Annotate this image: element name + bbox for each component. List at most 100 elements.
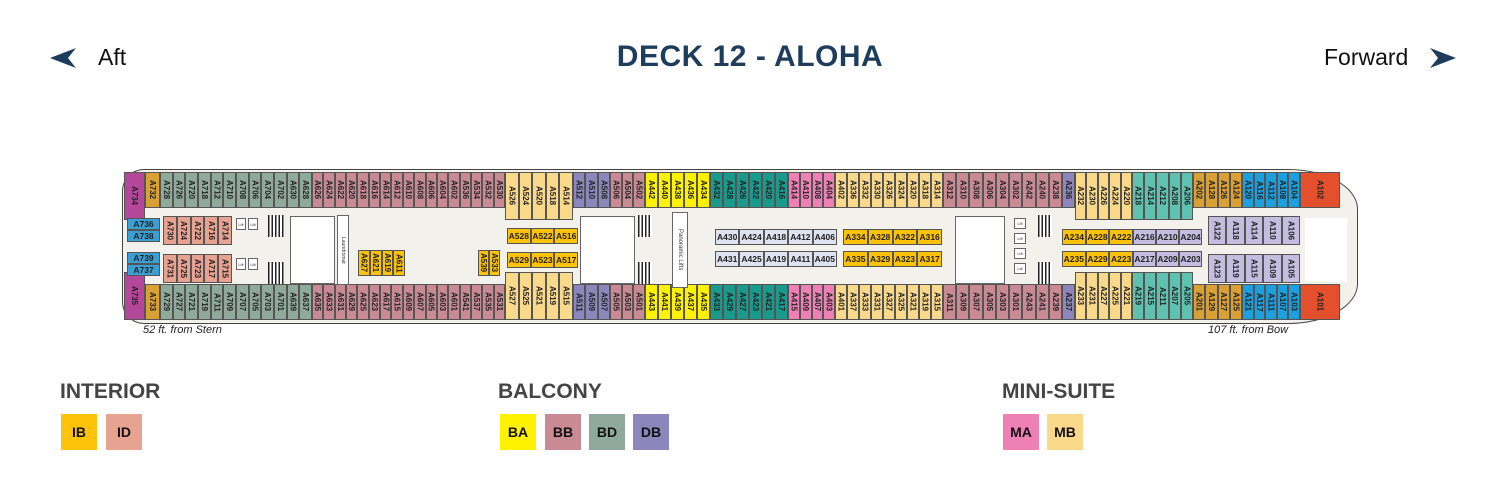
- cabin-a537[interactable]: A537: [470, 284, 483, 320]
- cabin-a526[interactable]: A526: [505, 172, 519, 220]
- cabin-a518[interactable]: A518: [545, 172, 560, 220]
- cabin-a726[interactable]: A726: [172, 172, 186, 208]
- cabin-a721[interactable]: A721: [185, 284, 198, 320]
- cabin-a603[interactable]: A603: [436, 284, 449, 320]
- cabin-a415[interactable]: A415: [788, 284, 800, 320]
- cabin-a416[interactable]: A416: [775, 172, 788, 208]
- cabin-a720[interactable]: A720: [185, 172, 198, 208]
- cabin-a707[interactable]: A707: [236, 284, 249, 320]
- cabin-a712[interactable]: A712: [210, 172, 224, 208]
- cabin-a732[interactable]: A732: [145, 172, 160, 208]
- cabin-a512[interactable]: A512: [573, 172, 586, 208]
- cabin-a503[interactable]: A503: [621, 284, 634, 320]
- cabin-a307[interactable]: A307: [969, 284, 983, 320]
- cabin-a617[interactable]: A617: [380, 284, 392, 320]
- cabin-a619[interactable]: A619: [381, 250, 394, 276]
- cabin-a330[interactable]: A330: [871, 172, 883, 208]
- cabin-a203[interactable]: A203: [1179, 251, 1202, 267]
- cabin-a438[interactable]: A438: [671, 172, 684, 208]
- cabin-a204[interactable]: A204: [1179, 229, 1202, 245]
- cabin-a710[interactable]: A710: [223, 172, 236, 208]
- cabin-a737[interactable]: A737: [127, 264, 160, 276]
- cabin-a434[interactable]: A434: [697, 172, 710, 208]
- cabin-a406[interactable]: A406: [812, 229, 837, 245]
- cabin-a107[interactable]: A107: [1276, 284, 1289, 320]
- cabin-a427[interactable]: A427: [736, 284, 749, 320]
- cabin-a534[interactable]: A534: [470, 172, 483, 208]
- cabin-a230[interactable]: A230: [1086, 172, 1098, 220]
- cabin-a717[interactable]: A717: [204, 254, 219, 283]
- cabin-a609[interactable]: A609: [402, 284, 415, 320]
- cabin-a241[interactable]: A241: [1035, 284, 1049, 320]
- cabin-a621[interactable]: A621: [369, 250, 382, 276]
- cabin-a334[interactable]: A334: [843, 229, 868, 245]
- cabin-a414[interactable]: A414: [788, 172, 800, 208]
- cabin-a228[interactable]: A228: [1085, 229, 1110, 245]
- cabin-a527[interactable]: A527: [505, 272, 519, 320]
- cabin-a510[interactable]: A510: [585, 172, 598, 208]
- legend-swatch-ib[interactable]: IB: [61, 414, 97, 450]
- cabin-a628[interactable]: A628: [299, 172, 312, 208]
- cabin-a331[interactable]: A331: [871, 284, 883, 320]
- cabin-a605[interactable]: A605: [425, 284, 437, 320]
- cabin-a522[interactable]: A522: [530, 228, 555, 244]
- cabin-a730[interactable]: A730: [163, 216, 177, 245]
- cabin-a325[interactable]: A325: [895, 284, 907, 320]
- cabin-a529[interactable]: A529: [507, 252, 531, 268]
- cabin-a704[interactable]: A704: [261, 172, 274, 208]
- cabin-a528[interactable]: A528: [507, 228, 531, 244]
- cabin-a520[interactable]: A520: [532, 172, 546, 220]
- cabin-a328[interactable]: A328: [867, 229, 893, 245]
- cabin-a129[interactable]: A129: [1205, 284, 1218, 320]
- cabin-a312[interactable]: A312: [943, 172, 957, 208]
- cabin-a516[interactable]: A516: [554, 228, 578, 244]
- cabin-a623[interactable]: A623: [368, 284, 381, 320]
- cabin-a601[interactable]: A601: [448, 284, 460, 320]
- cabin-a227[interactable]: A227: [1097, 272, 1110, 320]
- cabin-a119[interactable]: A119: [1226, 254, 1245, 283]
- cabin-a206[interactable]: A206: [1180, 172, 1193, 220]
- cabin-a303[interactable]: A303: [995, 284, 1010, 320]
- legend-swatch-bd[interactable]: BD: [589, 414, 625, 450]
- cabin-a421[interactable]: A421: [762, 284, 775, 320]
- cabin-a121[interactable]: A121: [1242, 284, 1254, 320]
- cabin-a733[interactable]: A733: [145, 284, 160, 320]
- cabin-a242[interactable]: A242: [1022, 172, 1036, 208]
- cabin-a424[interactable]: A424: [739, 229, 764, 245]
- cabin-a604[interactable]: A604: [436, 172, 449, 208]
- cabin-a739[interactable]: A739: [127, 252, 160, 264]
- cabin-a126[interactable]: A126: [1217, 172, 1230, 208]
- cabin-a501[interactable]: A501: [633, 284, 645, 320]
- cabin-a422[interactable]: A422: [749, 172, 762, 208]
- cabin-a725[interactable]: A725: [176, 254, 191, 283]
- cabin-a517[interactable]: A517: [554, 252, 578, 268]
- cabin-a318[interactable]: A318: [919, 172, 931, 208]
- cabin-a207[interactable]: A207: [1168, 272, 1181, 320]
- cabin-a439[interactable]: A439: [671, 284, 684, 320]
- cabin-a327[interactable]: A327: [883, 284, 895, 320]
- cabin-a124[interactable]: A124: [1229, 172, 1242, 208]
- cabin-a624[interactable]: A624: [323, 172, 335, 208]
- cabin-a222[interactable]: A222: [1109, 229, 1133, 245]
- cabin-a715[interactable]: A715: [218, 254, 232, 283]
- cabin-a410[interactable]: A410: [799, 172, 812, 208]
- cabin-a302[interactable]: A302: [1009, 172, 1023, 208]
- cabin-a524[interactable]: A524: [518, 172, 533, 220]
- cabin-a120[interactable]: A120: [1242, 172, 1254, 208]
- cabin-a728[interactable]: A728: [160, 172, 173, 208]
- cabin-a114[interactable]: A114: [1244, 216, 1264, 245]
- cabin-a419[interactable]: A419: [763, 251, 789, 267]
- cabin-a502[interactable]: A502: [633, 172, 645, 208]
- cabin-a220[interactable]: A220: [1120, 172, 1132, 220]
- cabin-a701[interactable]: A701: [274, 284, 287, 320]
- cabin-a705[interactable]: A705: [248, 284, 262, 320]
- aft-nav[interactable]: Aft: [50, 44, 126, 71]
- cabin-a122[interactable]: A122: [1208, 216, 1227, 245]
- cabin-a505[interactable]: A505: [610, 284, 622, 320]
- cabin-a618[interactable]: A618: [357, 172, 369, 208]
- cabin-a426[interactable]: A426: [736, 172, 749, 208]
- cabin-a611[interactable]: A611: [393, 250, 405, 276]
- cabin-a405[interactable]: A405: [812, 251, 837, 267]
- cabin-a418[interactable]: A418: [763, 229, 789, 245]
- cabin-a431[interactable]: A431: [715, 251, 740, 267]
